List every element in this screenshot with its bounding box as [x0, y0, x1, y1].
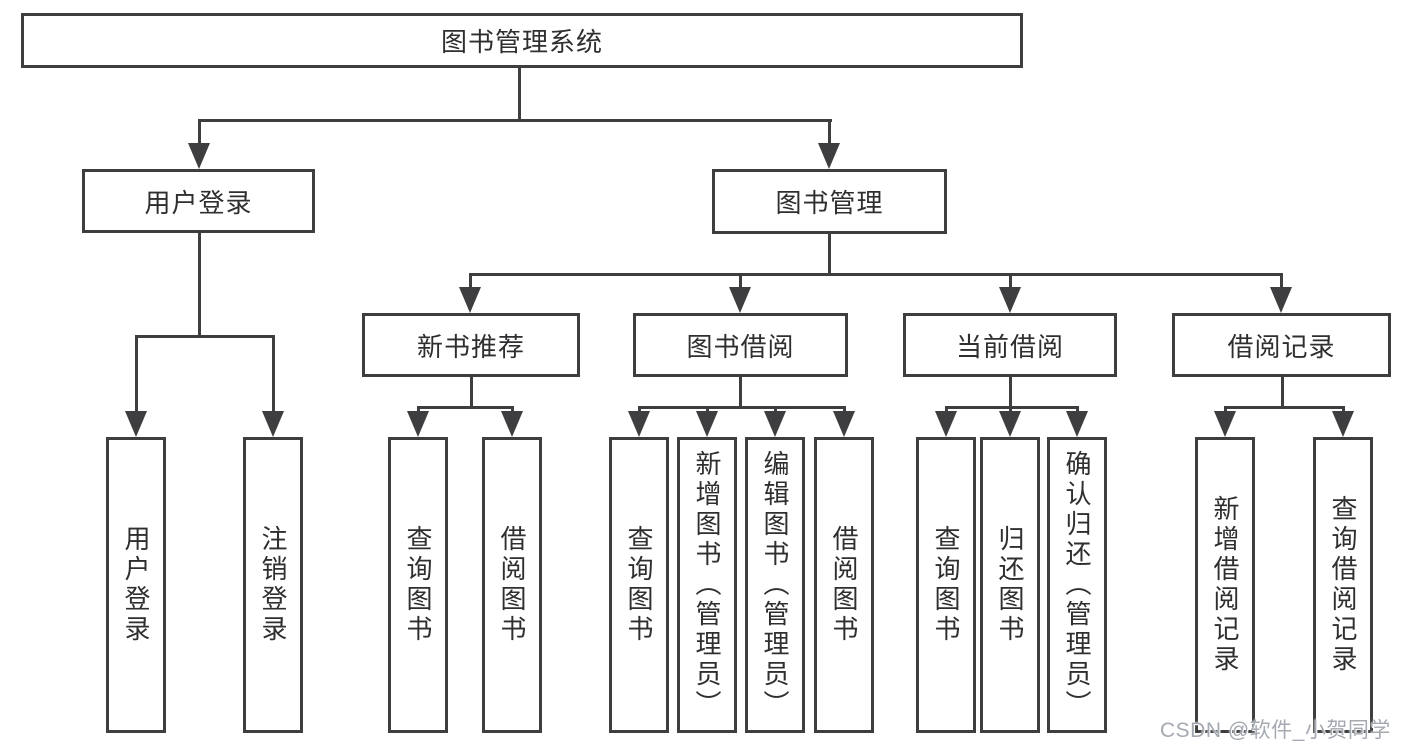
node-label: 新书推荐 [416, 331, 525, 362]
connector-arrow-shaft [1009, 273, 1012, 293]
node-label: 图书管理 [775, 188, 884, 218]
connector-user-login-trunk [198, 233, 201, 337]
connector-arrow-shaft [198, 119, 201, 149]
node-label: 图书管理系统 [440, 27, 603, 57]
arrowhead-down-icon [125, 411, 147, 437]
leaf-borrow-books-borrowing: 借阅图书 [814, 437, 874, 733]
node-label: 查询图书 [624, 525, 654, 645]
connector-borrowing-rail [638, 406, 845, 409]
connector-arrow-shaft [135, 335, 138, 421]
arrowhead-down-icon [459, 287, 481, 313]
node-label: 确认归还（管理员） [1062, 450, 1092, 720]
node-label: 借阅图书 [829, 525, 859, 645]
leaf-add-books-admin: 新增图书（管理员） [677, 437, 737, 733]
node-label: 查询图书 [931, 525, 961, 645]
node-label: 归还图书 [995, 525, 1025, 645]
node-label: 编辑图书（管理员） [760, 450, 790, 720]
leaf-query-borrow-record: 查询借阅记录 [1313, 437, 1373, 733]
connector-book-management-trunk [828, 233, 831, 275]
leaf-add-borrow-record: 新增借阅记录 [1195, 437, 1255, 733]
leaf-confirm-return-admin: 确认归还（管理员） [1047, 437, 1107, 733]
arrowhead-down-icon [818, 143, 840, 169]
node-label: 查询借阅记录 [1328, 495, 1358, 675]
node-label: 查询图书 [403, 525, 433, 645]
leaf-borrow-books-new: 借阅图书 [482, 437, 542, 733]
leaf-edit-books-admin: 编辑图书（管理员） [745, 437, 805, 733]
arrowhead-down-icon [833, 411, 855, 437]
connector-arrow-shaft [272, 335, 275, 421]
connector-new-books-trunk [470, 377, 473, 409]
node-label: 借阅记录 [1227, 331, 1336, 362]
arrowhead-down-icon [696, 411, 718, 437]
leaf-logout: 注销登录 [243, 437, 303, 733]
connector-records-trunk [1281, 377, 1284, 409]
arrowhead-down-icon [764, 411, 786, 437]
connector-arrow-shaft [739, 273, 742, 293]
connector-records-rail [1224, 406, 1344, 409]
arrowhead-down-icon [1270, 287, 1292, 313]
node-label: 当前借阅 [955, 331, 1064, 362]
connector-new-books-rail [417, 406, 513, 409]
node-label: 图书借阅 [686, 331, 795, 362]
connector-current-trunk [1009, 377, 1012, 409]
node-new-book-recommend: 新书推荐 [362, 313, 580, 377]
leaf-query-books-borrowing: 查询图书 [609, 437, 669, 733]
connector-user-login-rail [135, 335, 275, 338]
connector-arrow-shaft [469, 273, 472, 293]
arrowhead-down-icon [935, 411, 957, 437]
connector-arrow-shaft [1280, 273, 1283, 293]
node-label: 用户登录 [121, 525, 151, 645]
connector-arrow-shaft [828, 119, 831, 149]
node-label: 用户登录 [144, 187, 253, 218]
arrowhead-down-icon [188, 143, 210, 169]
csdn-watermark: CSDN @软件_小贺同学 [1160, 719, 1391, 742]
leaf-return-books: 归还图书 [980, 437, 1040, 733]
arrowhead-down-icon [262, 411, 284, 437]
arrowhead-down-icon [999, 411, 1021, 437]
connector-borrowing-trunk [739, 377, 742, 409]
arrowhead-down-icon [501, 411, 523, 437]
connector-book-management-rail [469, 273, 1282, 276]
node-label: 借阅图书 [497, 525, 527, 645]
connector-root-rail [198, 119, 832, 122]
node-book-management: 图书管理 [712, 169, 947, 234]
node-library-management-system: 图书管理系统 [21, 13, 1023, 68]
arrowhead-down-icon [1214, 411, 1236, 437]
arrowhead-down-icon [628, 411, 650, 437]
arrowhead-down-icon [999, 287, 1021, 313]
connector-root-trunk [518, 68, 521, 121]
leaf-query-books-new: 查询图书 [388, 437, 448, 733]
arrowhead-down-icon [407, 411, 429, 437]
node-label: 新增图书（管理员） [692, 450, 722, 720]
node-borrow-records: 借阅记录 [1172, 313, 1391, 377]
node-user-login: 用户登录 [82, 169, 315, 233]
arrowhead-down-icon [729, 287, 751, 313]
node-current-borrowing: 当前借阅 [903, 313, 1117, 377]
arrowhead-down-icon [1332, 411, 1354, 437]
node-label: 新增借阅记录 [1210, 495, 1240, 675]
node-label: 注销登录 [258, 525, 288, 645]
leaf-query-books-current: 查询图书 [916, 437, 976, 733]
node-book-borrowing: 图书借阅 [633, 313, 848, 377]
arrowhead-down-icon [1066, 411, 1088, 437]
leaf-user-login: 用户登录 [106, 437, 166, 733]
